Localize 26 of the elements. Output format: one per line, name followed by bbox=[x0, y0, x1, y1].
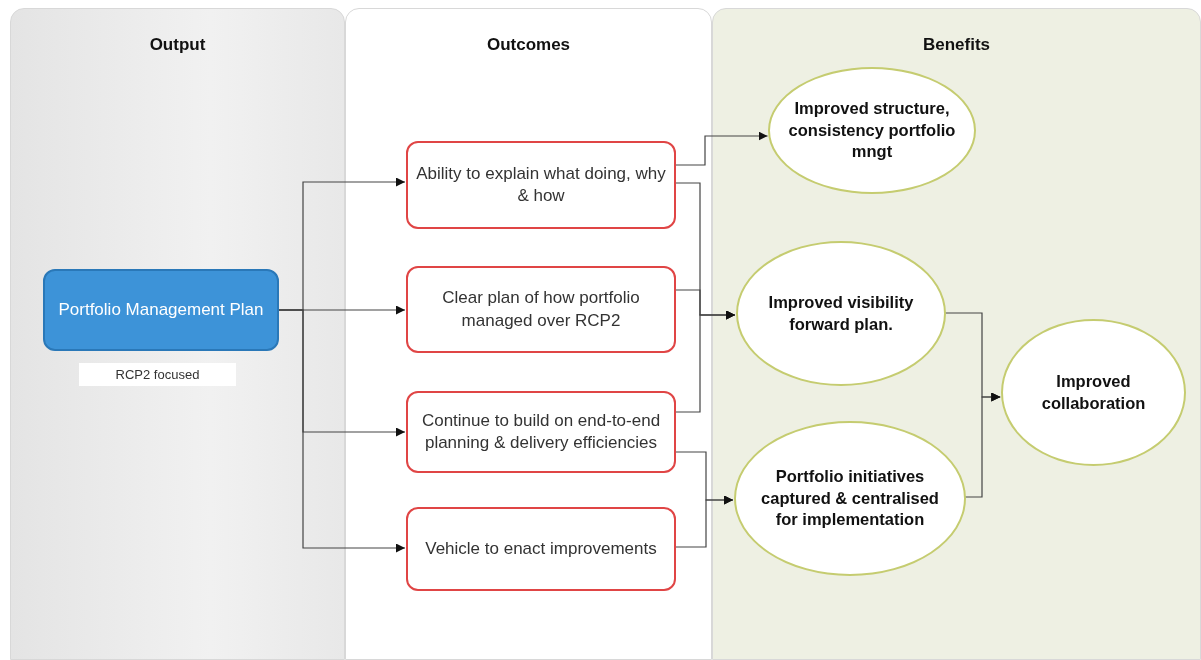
connector-arrow bbox=[674, 131, 769, 166]
box-text: Ability to explain what doing, why & how bbox=[415, 162, 667, 207]
ellipse-text: Improved structure, consistency portfolio mngt bbox=[787, 98, 957, 163]
connector-arrow bbox=[674, 310, 736, 413]
column-panel bbox=[712, 8, 1201, 660]
outcome-box bbox=[406, 266, 676, 353]
outcome-box bbox=[406, 391, 676, 473]
column-heading: Output bbox=[148, 35, 207, 55]
column-panel bbox=[345, 8, 712, 660]
box-text: Vehicle to enact improvements bbox=[425, 537, 657, 560]
output-box bbox=[43, 269, 279, 351]
connector-arrow bbox=[674, 495, 734, 548]
ellipse-text: Improved collaboration bbox=[1040, 371, 1147, 414]
ellipse-text: Portfolio initiatives captured & centralised for implementation bbox=[760, 466, 940, 531]
column-heading: Outcomes bbox=[485, 35, 572, 55]
outcome-box bbox=[406, 507, 676, 591]
connector-arrow bbox=[277, 309, 406, 553]
box-text: Clear plan of how portfolio managed over RCP2 bbox=[441, 287, 641, 332]
column-panel bbox=[10, 8, 345, 660]
box-text: Continue to build on end-to-end planning & delivery efficiencies bbox=[420, 409, 662, 454]
outcome-box bbox=[406, 141, 676, 229]
note-label: RCP2 focused bbox=[79, 363, 236, 386]
ellipse-text: Improved visibility forward plan. bbox=[767, 292, 915, 335]
column-heading: Benefits bbox=[921, 35, 992, 55]
box-text: Portfolio Management Plan bbox=[58, 300, 264, 320]
connector-arrow bbox=[964, 392, 1001, 498]
